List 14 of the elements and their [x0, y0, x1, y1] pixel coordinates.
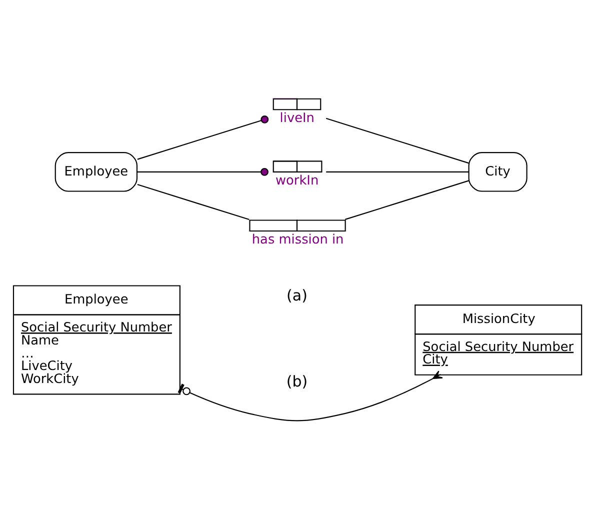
connector	[326, 171, 469, 172]
node-label: has mission in	[252, 232, 344, 248]
node-box: Employee	[54, 152, 138, 192]
label: (a)	[286, 286, 308, 304]
node-label: workIn	[276, 173, 319, 188]
connector	[345, 180, 469, 220]
connector	[137, 115, 269, 160]
connector	[178, 370, 443, 422]
node-box: City	[468, 152, 528, 192]
label: (b)	[286, 372, 308, 390]
connector	[326, 118, 469, 164]
connector	[137, 184, 250, 220]
node-label: liveIn	[280, 111, 314, 126]
connector	[137, 168, 268, 176]
